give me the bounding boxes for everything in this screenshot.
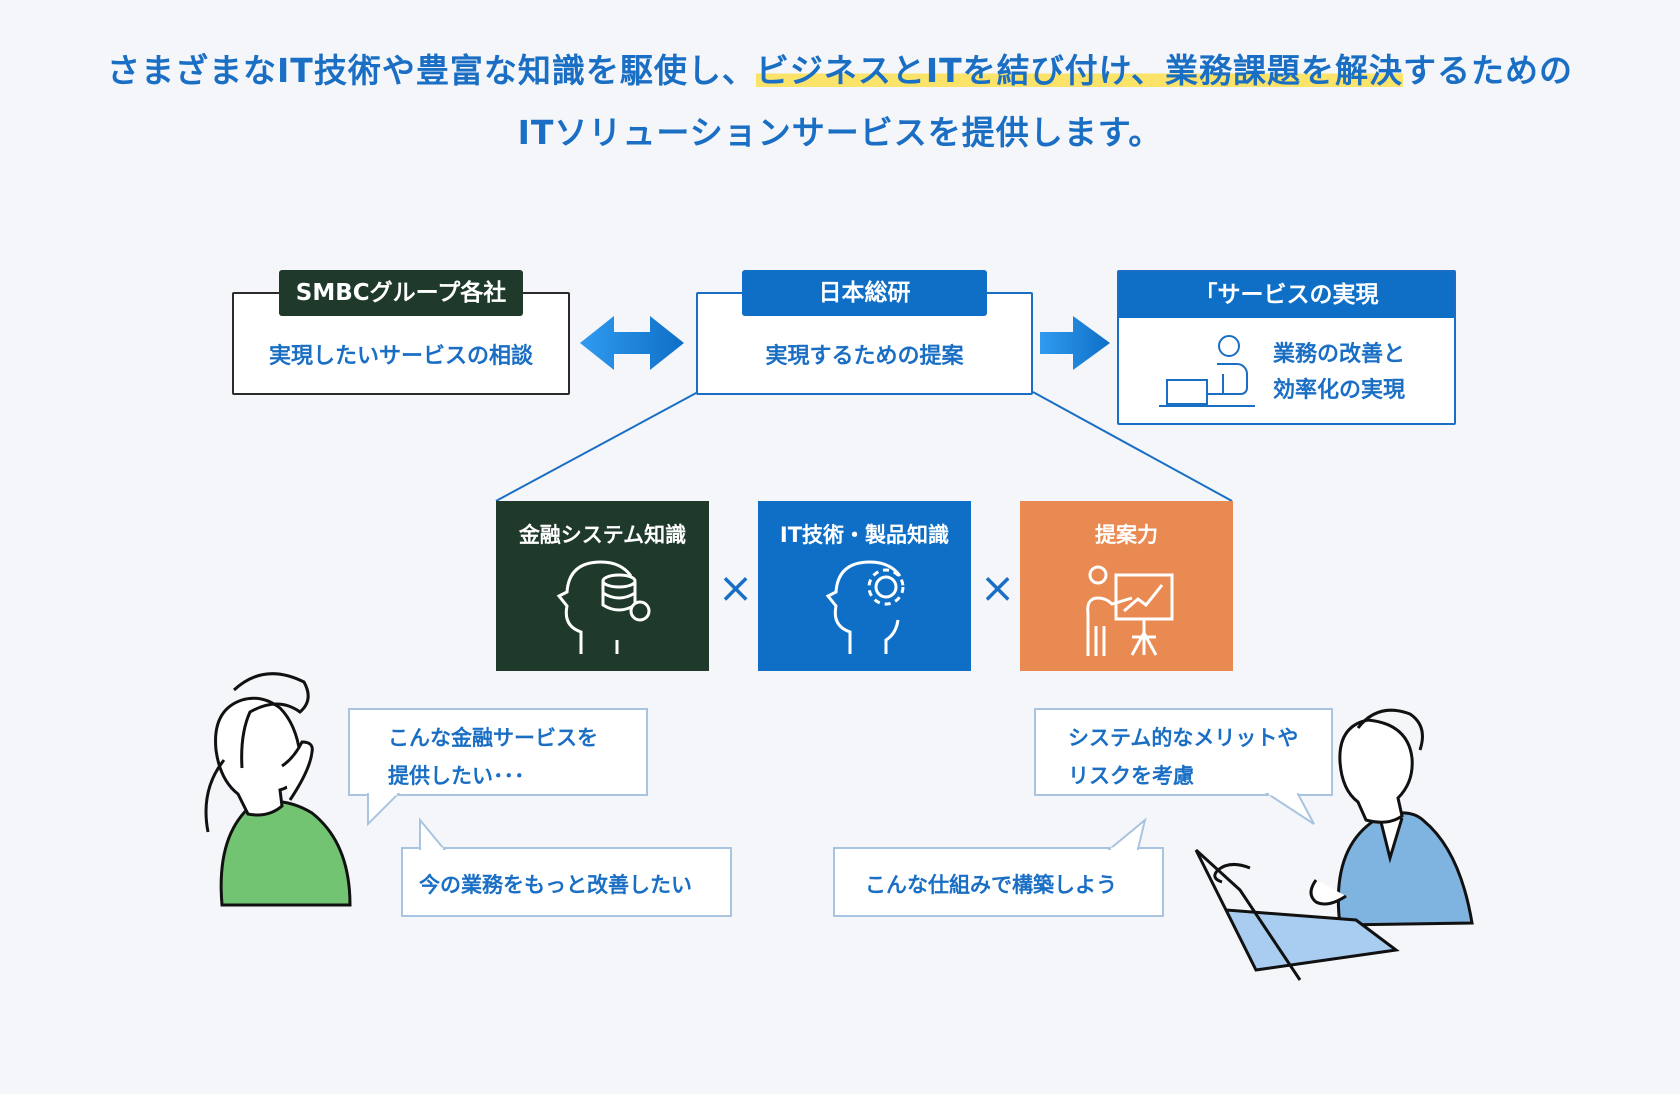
times-symbol-2: × <box>980 563 1016 612</box>
skill-it-products: IT技術・製品知識 <box>758 501 971 671</box>
speech-bubble-man-top: システム的なメリットや リスクを考慮 <box>1034 708 1333 796</box>
company-tag: 日本総研 <box>742 270 987 316</box>
right-arrow-icon <box>1040 316 1110 370</box>
skill-financial-systems: 金融システム知識 <box>496 501 709 671</box>
headline-line-1: さまざまなIT技術や豊富な知識を駆使し、ビジネスとITを結び付け、業務課題を解決… <box>0 44 1680 92</box>
presenter-chart-icon <box>1086 565 1174 656</box>
head-gear-icon <box>825 560 905 654</box>
head-database-icon <box>556 560 651 654</box>
branch-line-left <box>495 391 699 502</box>
person-laptop-icon <box>1159 335 1255 407</box>
times-symbol-1: × <box>718 563 754 612</box>
headline-highlight: ビジネスとITを結び付け、業務課題を解決 <box>755 51 1403 90</box>
bubble-line-2: リスクを考慮 <box>1068 764 1194 788</box>
headline-post: するための <box>1402 51 1573 90</box>
speech-bubble-woman-bottom: 今の業務をもっと改善したい <box>401 847 732 917</box>
result-tag: 「サービスの実現 <box>1119 272 1454 318</box>
result-line-2: 効率化の実現 <box>1273 378 1406 403</box>
client-tag: SMBCグループ各社 <box>279 270 523 316</box>
skill-label: 金融システム知識 <box>518 523 687 547</box>
skill-label: IT技術・製品知識 <box>779 523 950 547</box>
bubble-text: 今の業務をもっと改善したい <box>419 873 692 897</box>
bubble-line-1: システム的なメリットや <box>1068 726 1299 750</box>
bubble-line-1: こんな金融サービスを <box>388 726 598 750</box>
company-text: 実現するための提案 <box>765 344 964 369</box>
branch-line-right <box>1032 391 1233 502</box>
headline-line-2: ITソリューションサービスを提供します。 <box>517 113 1163 152</box>
skill-proposal: 提案力 <box>1020 501 1233 671</box>
headline-pre: さまざまなIT技術や豊富な知識を駆使し、 <box>107 51 756 90</box>
bubble-line-2: 提供したい･･･ <box>388 764 525 788</box>
result-line-1: 業務の改善と <box>1273 342 1406 367</box>
bubble-text: こんな仕組みで構築しよう <box>865 873 1117 897</box>
result-box: 「サービスの実現 業務の改善と 効率化の実現 <box>1117 270 1456 425</box>
double-arrow-icon <box>580 316 684 370</box>
speech-bubble-woman-top: こんな金融サービスを 提供したい･･･ <box>348 708 648 796</box>
speech-bubble-man-bottom: こんな仕組みで構築しよう <box>833 847 1164 917</box>
client-text: 実現したいサービスの相談 <box>268 344 533 369</box>
skill-label: 提案力 <box>1095 523 1158 547</box>
